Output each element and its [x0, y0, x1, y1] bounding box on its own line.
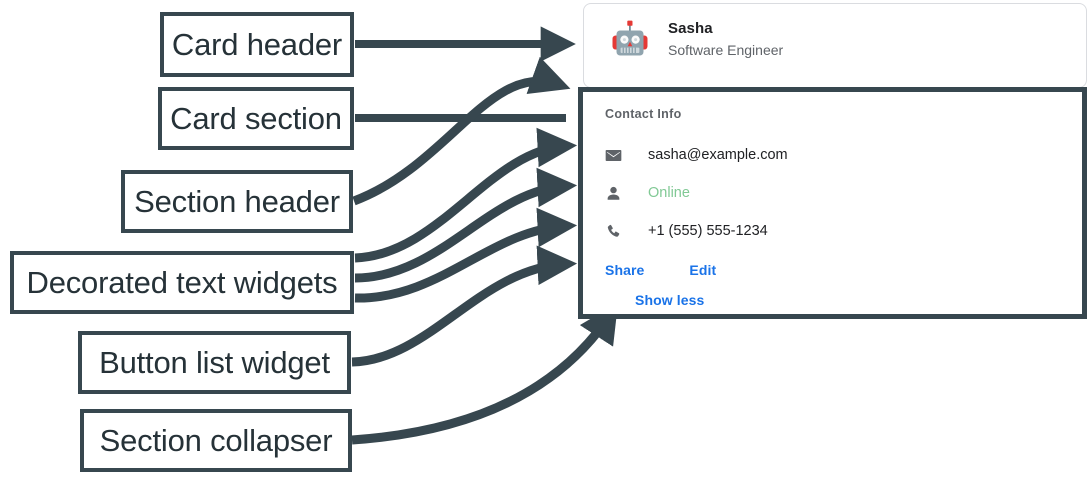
annotation-label-text: Section collapser	[99, 423, 333, 458]
annotation-label-card-header: Card header	[160, 12, 354, 77]
phone-icon	[605, 223, 627, 240]
robot-avatar-icon	[608, 18, 652, 62]
annotation-label-text: Card section	[170, 101, 342, 136]
email-icon	[605, 147, 627, 164]
section-header: Contact Info	[605, 107, 682, 121]
annotation-label-section-header: Section header	[121, 170, 353, 233]
annotation-label-text: Section header	[134, 184, 340, 219]
arrow-button-list	[351, 245, 578, 367]
decorated-text-widget-status: Online	[605, 174, 1082, 212]
decorated-text-value-status: Online	[648, 185, 690, 201]
annotation-label-button-list-widget: Button list widget	[78, 331, 351, 394]
arrow-section-header	[352, 56, 571, 206]
annotation-label-text: Button list widget	[99, 345, 330, 380]
card-section: Contact Info sasha@example.com	[578, 87, 1087, 319]
share-button[interactable]: Share	[605, 262, 645, 278]
decorated-text-widget-email: sasha@example.com	[605, 136, 1082, 174]
card-section-content: Contact Info sasha@example.com	[583, 92, 1082, 310]
annotation-label-text: Decorated text widgets	[26, 265, 338, 300]
decorated-text-widget-phone: +1 (555) 555-1234	[605, 212, 1082, 250]
arrow-decorated-text-phone	[354, 207, 578, 303]
annotation-label-card-section: Card section	[158, 87, 354, 150]
section-collapser-button[interactable]: Show less	[635, 292, 705, 308]
card-header-text: Sasha Software Engineer	[668, 19, 783, 61]
button-list-widget: Share Edit	[605, 254, 1082, 286]
arrow-decorated-text-email	[354, 127, 578, 263]
person-icon	[605, 185, 627, 202]
annotation-label-decorated-text-widgets: Decorated text widgets	[10, 251, 354, 314]
card-header: Sasha Software Engineer	[584, 4, 1086, 62]
card-subtitle: Software Engineer	[668, 42, 784, 58]
annotation-label-section-collapser: Section collapser	[80, 409, 352, 472]
annotation-label-text: Card header	[171, 27, 343, 62]
arrow-section-collapser	[351, 302, 619, 445]
profile-card: Sasha Software Engineer	[583, 3, 1087, 88]
decorated-text-value: sasha@example.com	[648, 147, 788, 163]
decorated-text-value: +1 (555) 555-1234	[648, 223, 768, 239]
arrow-decorated-text-status	[354, 167, 578, 283]
edit-button[interactable]: Edit	[689, 262, 717, 278]
card-title: Sasha	[668, 20, 713, 37]
